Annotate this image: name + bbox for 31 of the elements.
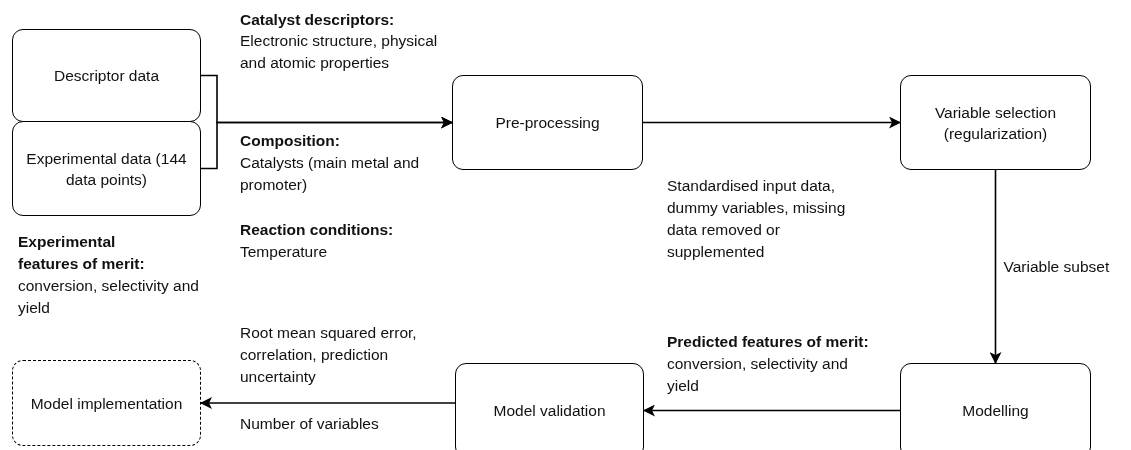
dashed-process-box — [12, 360, 201, 446]
arrow — [989, 169, 1002, 364]
process-box — [455, 363, 644, 450]
heading-note: Composition: — [240, 131, 341, 151]
note-text: Number of variables — [240, 414, 380, 434]
process-box — [452, 75, 643, 170]
process-box — [12, 29, 201, 122]
heading-note: Reaction conditions: — [240, 220, 395, 240]
node-label: Model validation — [492, 401, 607, 421]
note-text: conversion, selectivity and yield — [18, 276, 200, 318]
note-text: Temperature — [240, 242, 328, 262]
arrow — [643, 404, 901, 417]
heading-note: Catalyst descriptors: — [240, 10, 396, 30]
node-label: Pre-processing — [494, 113, 601, 133]
node-label: Descriptor data — [52, 66, 161, 86]
note-text: Predicted features of merit: conversion, selectivity and yield — [667, 332, 870, 396]
arrow — [642, 116, 901, 129]
heading-note: Experimental features of merit: — [18, 232, 146, 274]
note-text: Electronic structure, physical and atomic properties — [240, 31, 439, 73]
arrow — [200, 116, 453, 170]
process-box — [900, 75, 1091, 170]
process-box — [900, 363, 1091, 450]
node-label: Variable selection (regularization) — [933, 102, 1058, 144]
note-text: Root mean squared error, correlation, prediction uncertainty — [240, 323, 418, 387]
note-text: Standardised input data, dummy variables, missing data removed or supplemented — [667, 176, 847, 262]
node-label: Modelling — [961, 401, 1030, 421]
note-text: Catalysts (main metal and promoter) — [240, 153, 421, 195]
node-label: Experimental data (144 data points) — [25, 148, 188, 190]
arrow — [200, 397, 456, 409]
node-label: Model implementation — [29, 393, 184, 414]
process-box — [12, 121, 201, 216]
